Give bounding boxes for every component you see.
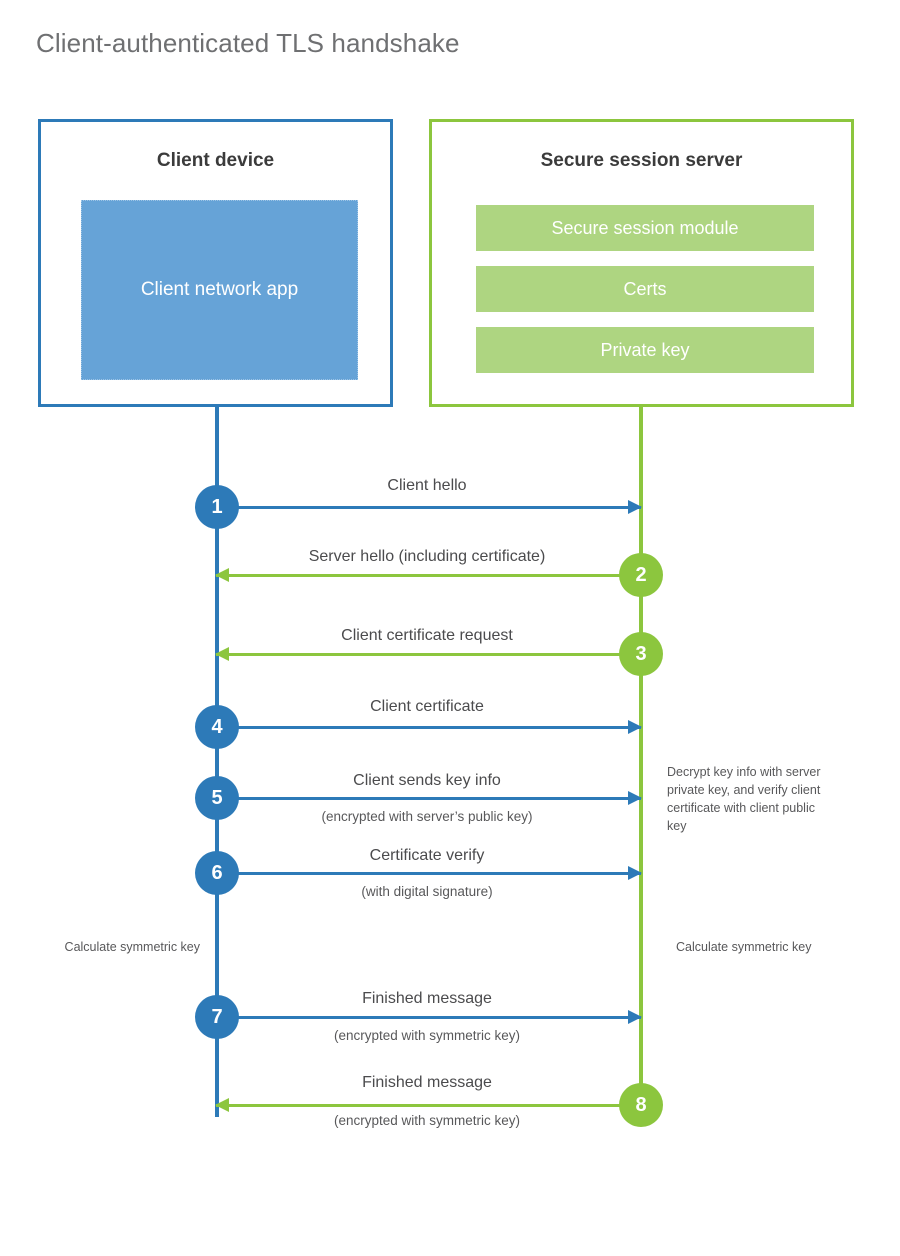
step-circle-1[interactable]: 1 bbox=[195, 485, 239, 529]
step-circle-8[interactable]: 8 bbox=[619, 1083, 663, 1127]
arrowhead-left-icon bbox=[215, 1098, 229, 1112]
message-arrow-7 bbox=[217, 1010, 642, 1024]
secure-session-server-title: Secure session server bbox=[540, 150, 743, 171]
message-arrow-2 bbox=[215, 568, 641, 582]
server-component-certs: Certs bbox=[476, 266, 814, 312]
step-circle-2[interactable]: 2 bbox=[619, 553, 663, 597]
arrowhead-left-icon bbox=[215, 647, 229, 661]
client-lifeline bbox=[215, 405, 219, 1117]
step-circle-3[interactable]: 3 bbox=[619, 632, 663, 676]
page-title: Client-authenticated TLS handshake bbox=[36, 28, 460, 58]
secure-session-server-box: Secure session server Secure session mod… bbox=[429, 119, 854, 407]
arrowhead-right-icon bbox=[628, 791, 642, 805]
client-network-app-block: Client network app bbox=[81, 200, 358, 380]
step-circle-6[interactable]: 6 bbox=[195, 851, 239, 895]
client-device-box: Client device Client network app bbox=[38, 119, 393, 407]
message-label-2: Server hello (including certificate) bbox=[308, 548, 546, 565]
message-label-4: Client certificate bbox=[370, 698, 484, 715]
message-arrow-8 bbox=[215, 1098, 641, 1112]
step-circle-7[interactable]: 7 bbox=[195, 995, 239, 1039]
annotation-server-calculate-symmetric-key: Calculate symmetric key bbox=[676, 940, 812, 954]
arrowhead-right-icon bbox=[628, 1010, 642, 1024]
arrowhead-left-icon bbox=[215, 568, 229, 582]
server-component-label: Secure session module bbox=[551, 217, 739, 238]
message-sublabel-5: (encrypted with server’s public key) bbox=[321, 809, 533, 824]
message-arrow-5 bbox=[217, 791, 642, 805]
arrowhead-right-icon bbox=[628, 866, 642, 880]
step-circle-5[interactable]: 5 bbox=[195, 776, 239, 820]
arrowhead-right-icon bbox=[628, 500, 642, 514]
message-sublabel-7: (encrypted with symmetric key) bbox=[333, 1028, 521, 1043]
server-lifeline bbox=[639, 404, 643, 1106]
annotation-server-decrypt: Decrypt key info with server private key… bbox=[667, 765, 821, 834]
message-arrow-3 bbox=[215, 647, 641, 661]
message-label-8: Finished message bbox=[362, 1074, 492, 1091]
annotation-client-calculate-symmetric-key: Calculate symmetric key bbox=[64, 940, 200, 954]
message-sublabel-6: (with digital signature) bbox=[361, 884, 493, 899]
message-arrow-4 bbox=[217, 720, 642, 734]
client-device-title: Client device bbox=[156, 150, 275, 171]
server-component-label: Private key bbox=[600, 339, 690, 360]
server-component-private-key: Private key bbox=[476, 327, 814, 373]
message-arrow-1 bbox=[217, 500, 642, 514]
message-label-7: Finished message bbox=[362, 990, 492, 1007]
message-arrow-6 bbox=[217, 866, 642, 880]
message-label-1: Client hello bbox=[387, 477, 467, 494]
step-circle-4[interactable]: 4 bbox=[195, 705, 239, 749]
message-label-6: Certificate verify bbox=[369, 847, 485, 864]
message-label-3: Client certificate request bbox=[341, 627, 513, 644]
server-component-label: Certs bbox=[623, 278, 667, 299]
message-sublabel-8: (encrypted with symmetric key) bbox=[333, 1113, 521, 1128]
client-network-app-label: Client network app bbox=[140, 279, 299, 301]
message-label-5: Client sends key info bbox=[353, 772, 501, 789]
server-component-secure-session-module: Secure session module bbox=[476, 205, 814, 251]
arrowhead-right-icon bbox=[628, 720, 642, 734]
